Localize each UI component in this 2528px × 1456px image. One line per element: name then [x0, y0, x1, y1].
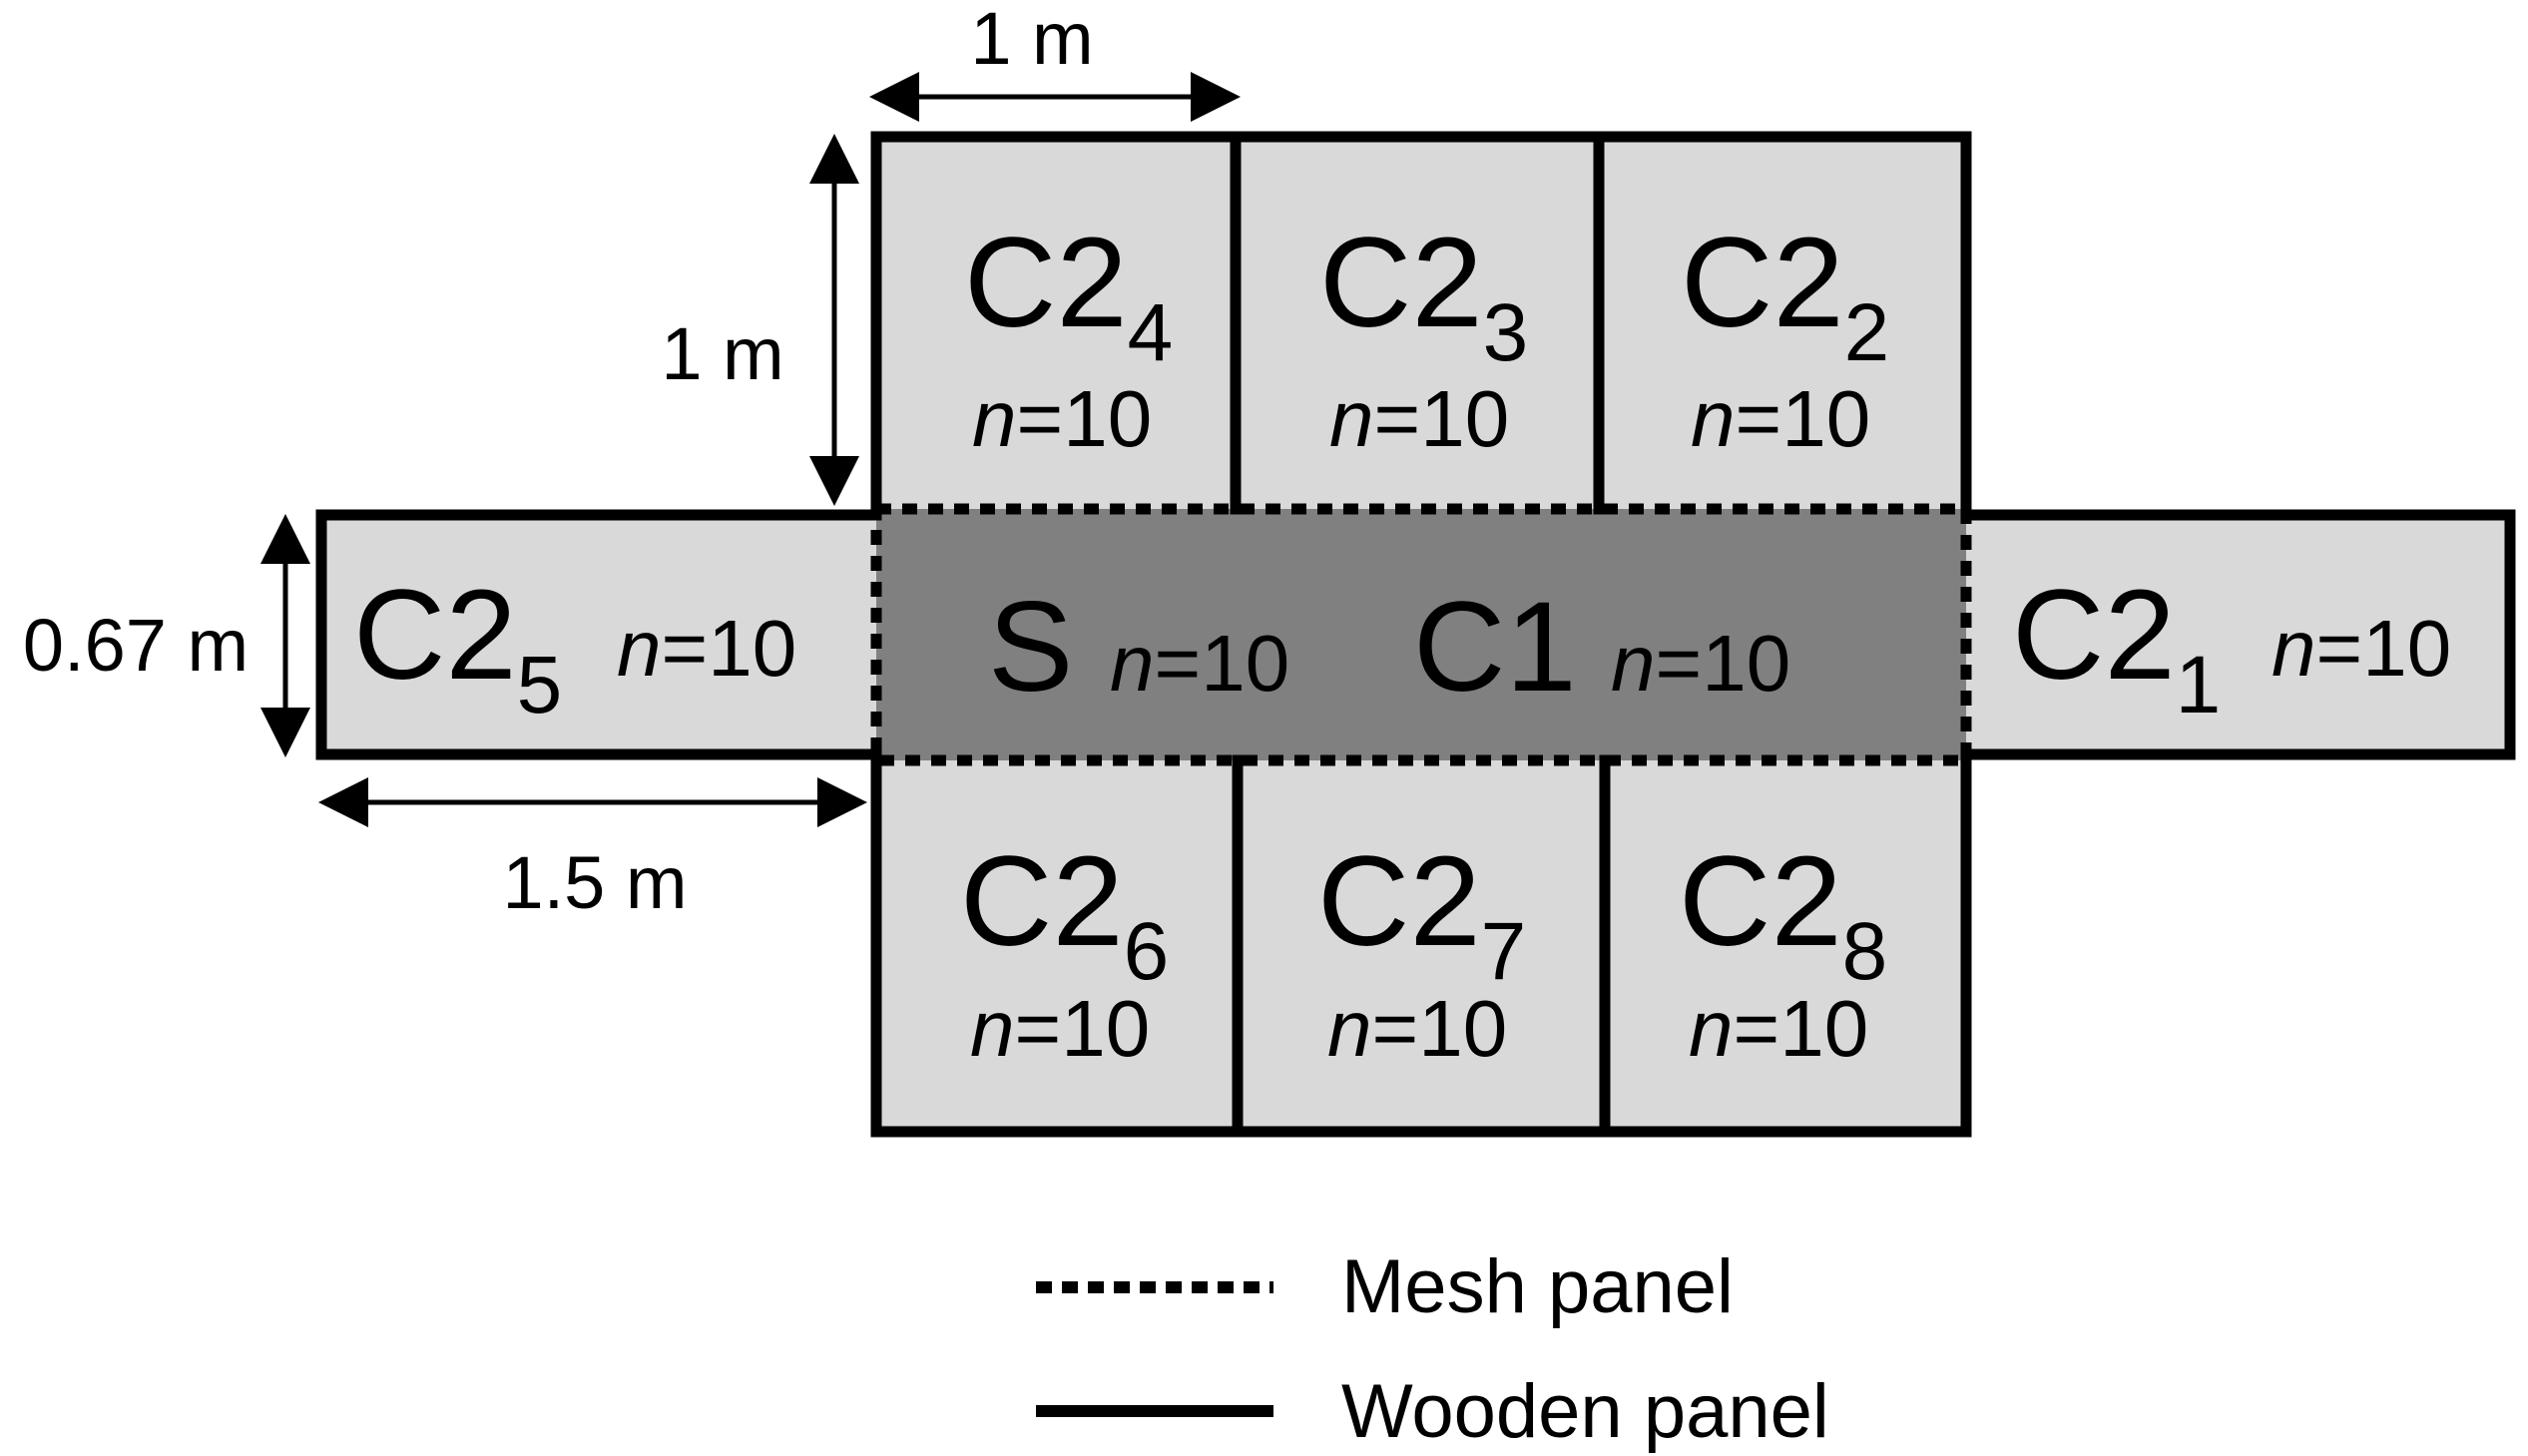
cell-c2-5-fill [321, 515, 876, 754]
cell-c2-2-fill [1599, 137, 1966, 509]
legend-wooden-label: Wooden panel [1341, 1369, 1829, 1454]
top-block-outline [870, 131, 1972, 515]
label-c2-3: C23 [1319, 212, 1528, 378]
left-block-outline [315, 509, 882, 760]
label-c2-1: C21 [2012, 564, 2221, 730]
label-c2-5: C25 [353, 564, 562, 730]
right-block-outline [1960, 509, 2516, 760]
cell-c2-6-fill [876, 760, 1238, 1132]
dimension-labels: 1 m 1 m 0.67 m 1.5 m [23, 0, 1094, 924]
mesh-panels [870, 503, 1972, 766]
cell-height-label: 1 m [661, 312, 783, 395]
cell-c2-7-fill [1238, 760, 1605, 1132]
cell-c2-1-fill [1966, 515, 2510, 754]
cell-fills [321, 137, 2510, 1132]
top-width-label: 1 m [970, 0, 1093, 80]
cell-c2-3-fill [1236, 137, 1599, 509]
label-c2-2: C22 [1681, 212, 1889, 378]
count-c2-6: n=10 [970, 984, 1150, 1073]
label-c2-4: C24 [964, 212, 1173, 378]
count-s: n=10 [1110, 619, 1289, 708]
dimension-arrows [260, 72, 1241, 827]
label-s: S [988, 576, 1073, 719]
wooden-panels [315, 131, 2516, 1138]
count-c2-5: n=10 [617, 604, 796, 693]
legend: Mesh panel Wooden panel [1036, 1244, 1829, 1454]
center-sc1-fill [876, 509, 1966, 760]
cell-c2-8-fill [1605, 760, 1966, 1132]
label-c2-8: C28 [1679, 830, 1887, 997]
side-width-label: 1.5 m [502, 841, 687, 924]
count-c2-2: n=10 [1691, 374, 1870, 463]
label-c2-7: C27 [1317, 830, 1526, 997]
count-c2-3: n=10 [1329, 374, 1509, 463]
center-mesh-outline [870, 503, 1972, 766]
side-height-label: 0.67 m [23, 604, 249, 687]
bottom-block-outline [870, 754, 1972, 1138]
count-c2-7: n=10 [1327, 984, 1507, 1073]
count-c1: n=10 [1611, 619, 1790, 708]
count-c2-1: n=10 [2272, 604, 2451, 693]
legend-mesh-label: Mesh panel [1341, 1244, 1734, 1329]
count-c2-8: n=10 [1689, 984, 1868, 1073]
label-c1: C1 [1413, 576, 1577, 719]
label-c2-6: C26 [960, 830, 1169, 997]
cell-labels: C24 n=10 C23 n=10 C22 n=10 C25 n=10 S n=… [353, 212, 2451, 1073]
count-c2-4: n=10 [972, 374, 1152, 463]
cell-c2-4-fill [876, 137, 1236, 509]
